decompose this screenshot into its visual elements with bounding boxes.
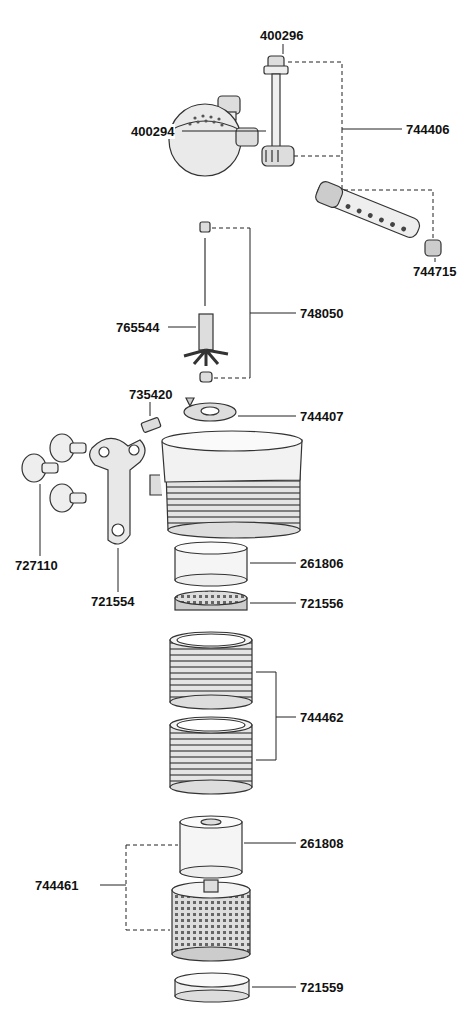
callout-number: 748050 xyxy=(299,306,344,321)
callout-number: 735420 xyxy=(128,387,173,402)
callout-number: 744407 xyxy=(299,409,344,424)
callout-number: 721554 xyxy=(90,594,135,609)
callout-number: 744462 xyxy=(299,710,344,725)
callout-number: 261806 xyxy=(299,556,344,571)
callout-number: 721556 xyxy=(299,596,344,611)
callout-number: 727110 xyxy=(14,558,59,573)
callout-number: 400296 xyxy=(259,28,304,43)
callout-number: 400294 xyxy=(130,124,175,139)
callout-number: 261808 xyxy=(299,836,344,851)
callout-number: 721559 xyxy=(299,980,344,995)
callout-number: 744461 xyxy=(34,878,79,893)
callout-number: 765544 xyxy=(115,320,160,335)
callout-number: 744406 xyxy=(405,122,450,137)
callout-number: 744715 xyxy=(412,264,457,279)
